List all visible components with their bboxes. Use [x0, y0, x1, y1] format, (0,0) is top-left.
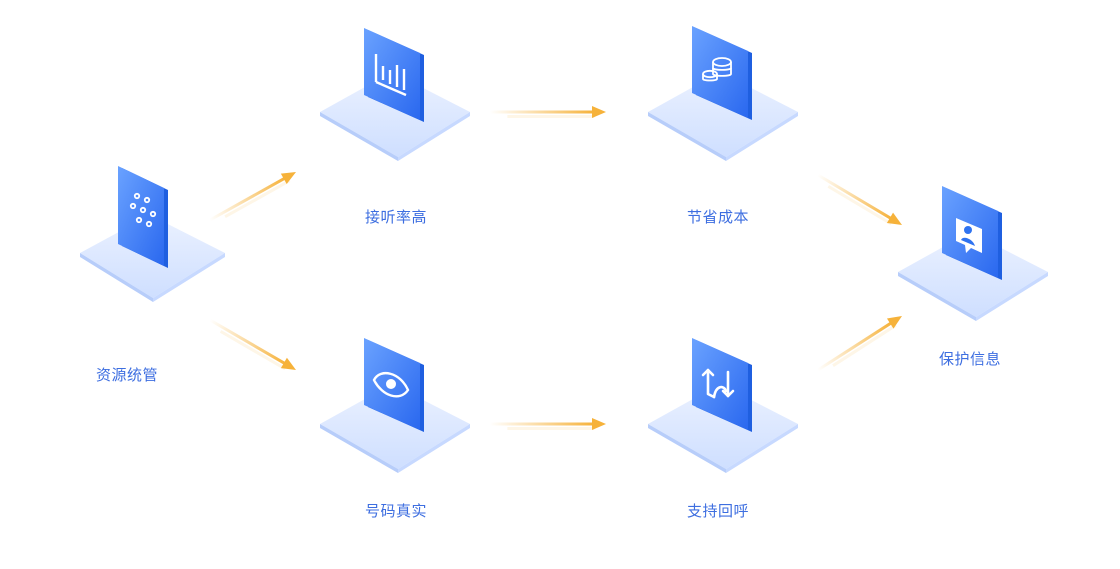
arrow-real-to-callback — [490, 418, 606, 430]
node-label: 支持回呼 — [686, 502, 749, 520]
node-answer: 接听率高 — [320, 0, 480, 226]
node-privacy: 保护信息 — [898, 160, 1058, 368]
node-label: 号码真实 — [364, 502, 427, 520]
arrow-resource-to-real — [209, 318, 296, 371]
node-label: 保护信息 — [938, 350, 1001, 368]
user-card-icon — [898, 186, 1048, 321]
arrow-callback-to-privacy — [817, 316, 903, 372]
arrow-resource-to-answer — [209, 171, 297, 222]
node-label: 资源统管 — [95, 366, 158, 384]
node-real: 号码真实 — [320, 312, 480, 520]
dots-grid-icon — [80, 166, 225, 302]
node-callback: 支持回呼 — [648, 312, 808, 520]
node-cost: 节省成本 — [648, 0, 808, 226]
swap-arrows-icon — [648, 338, 798, 473]
coins-stack-icon — [648, 26, 798, 161]
arrow-answer-to-cost — [490, 106, 606, 118]
bar-chart-icon — [320, 28, 470, 161]
node-label: 接听率高 — [364, 208, 427, 226]
node-label: 节省成本 — [686, 208, 749, 226]
eye-icon — [320, 338, 470, 473]
arrow-cost-to-privacy — [817, 173, 903, 226]
node-resource: 资源统管 — [75, 140, 235, 384]
